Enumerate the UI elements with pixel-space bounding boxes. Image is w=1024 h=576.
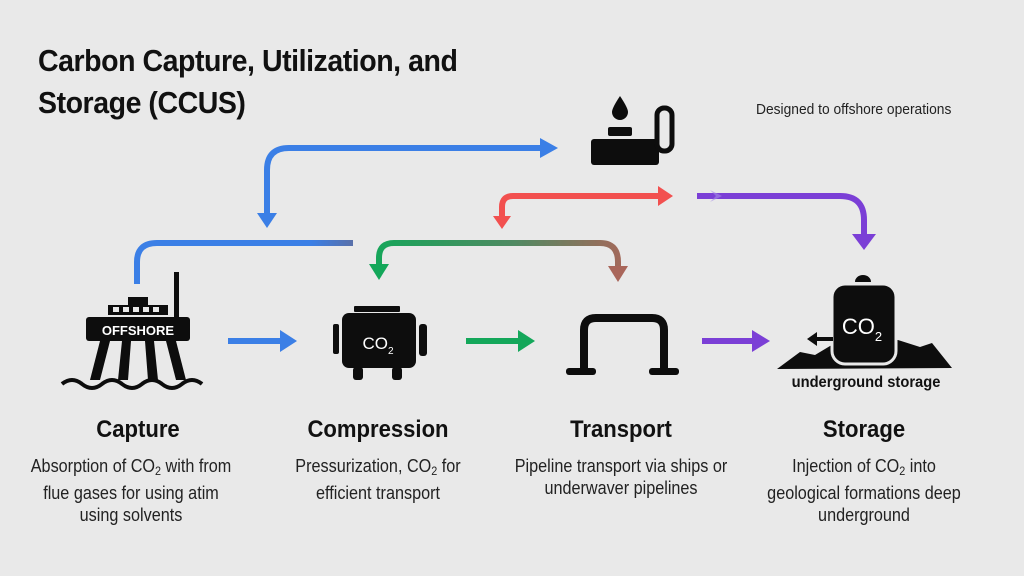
storage-co2-label: CO2: [842, 314, 882, 344]
arrowhead-right: [540, 138, 558, 158]
compressor-icon: CO2: [333, 306, 427, 380]
stage-desc-storage: Injection of CO2 into geological formati…: [767, 456, 961, 525]
blue-loop-arrow: [257, 138, 558, 228]
arrowhead-right: [658, 186, 673, 206]
blue-capture-feed-line: [134, 240, 353, 284]
stage-desc-transport: Pipeline transport via ships or underwav…: [514, 456, 728, 498]
storage-tank-icon: CO2: [777, 275, 952, 369]
compressor-co2-label: CO2: [362, 334, 394, 357]
arrowhead-down: [608, 266, 628, 282]
pipeline-icon: [566, 314, 679, 375]
page-title: Carbon Capture, Utilization, and Storage…: [38, 43, 458, 120]
arrowhead-down: [493, 216, 511, 229]
stage-desc-capture: Absorption of CO2 with from flue gases f…: [30, 456, 232, 525]
stage-title-transport: Transport: [570, 416, 672, 443]
faded-arrowhead: [710, 190, 722, 202]
purple-storage-arrow: [697, 190, 876, 250]
capture-to-compression-arrow: [228, 330, 297, 352]
arrowhead-down: [369, 264, 389, 280]
stage-title-capture: Capture: [96, 416, 180, 443]
offshore-note: Designed to offshore operations: [756, 101, 952, 118]
arrowhead-down: [852, 234, 876, 250]
offshore-label: OFFSHORE: [102, 323, 175, 338]
stage-title-storage: Storage: [822, 416, 906, 443]
stage-desc-compression: Pressurization, CO2 for efficient transp…: [295, 456, 461, 503]
red-return-arrow: [493, 186, 673, 229]
offshore-platform-icon: OFFSHORE: [60, 272, 204, 390]
arrowhead-down: [257, 213, 277, 228]
oil-lamp-icon: [591, 96, 675, 165]
transport-to-storage-arrow: [702, 330, 770, 352]
stage-title-compression: Compression: [307, 416, 449, 443]
underground-storage-caption: underground storage: [791, 374, 941, 391]
compression-to-transport-arrow: [466, 330, 535, 352]
green-brown-recycle-arrow: [369, 240, 628, 282]
